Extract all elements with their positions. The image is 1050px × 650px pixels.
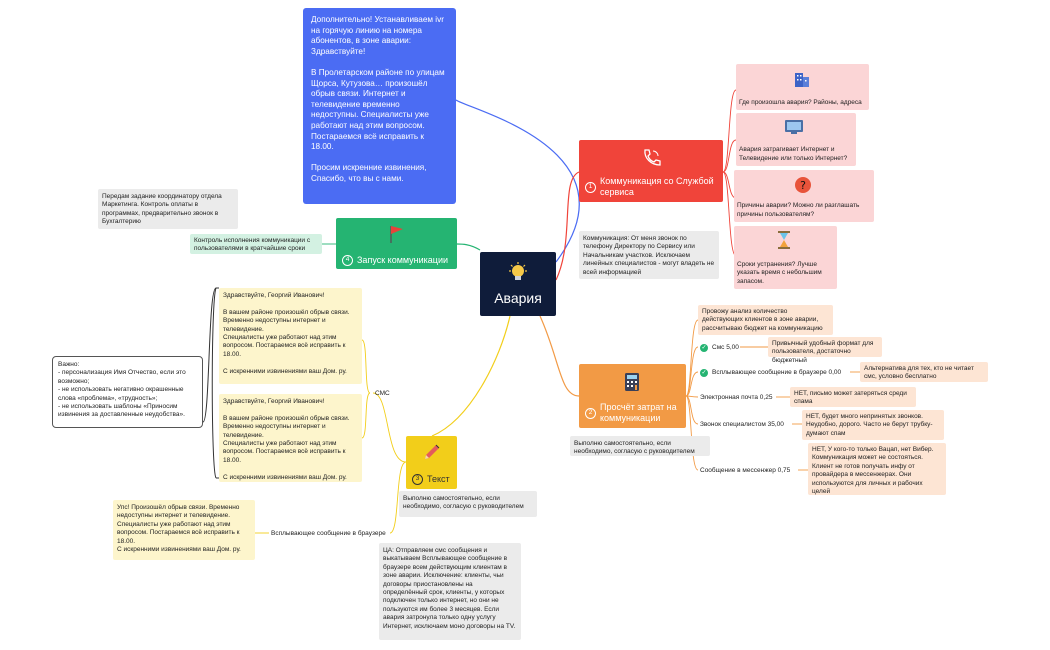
- comms-item-text: Где произошла авария? Районы, адреса: [739, 98, 862, 106]
- costs-option-email[interactable]: Электронная почта 0,25: [700, 394, 773, 401]
- comms-item-text: Авария затрагивает Интернет и Телевидени…: [739, 146, 848, 162]
- comms-item-3[interactable]: ? Причины аварии? Можно ли разглашать пр…: [734, 170, 874, 222]
- branch-number: 2: [585, 407, 596, 419]
- text-note-2[interactable]: ЦА: Отправляем смс сообщения и выкатывае…: [379, 543, 521, 640]
- sms-message-2[interactable]: Здравствуйте, Георгий Иванович! В вашем …: [219, 394, 362, 482]
- branch-number: 1: [585, 181, 596, 193]
- flag-icon: [390, 226, 403, 243]
- costs-option-sms[interactable]: ✓ Смс 5,00: [698, 342, 742, 354]
- branch-launch-label: Запуск коммуникации: [357, 255, 449, 265]
- launch-note[interactable]: Передам задание координатору отдела Марк…: [98, 189, 238, 229]
- costs-analysis[interactable]: Провожу анализ количество действующих кл…: [698, 305, 833, 335]
- costs-option-note[interactable]: НЕТ, будет много непринятых звонков. Неу…: [802, 410, 944, 440]
- branch-number: 4: [342, 255, 353, 266]
- branch-launch[interactable]: 4 Запуск коммуникации: [336, 218, 457, 269]
- costs-option-note[interactable]: Альтернатива для тех, кто не читает смс,…: [860, 362, 988, 382]
- costs-option-label: Всплывающее сообщение в браузере 0,00: [712, 369, 842, 376]
- launch-control[interactable]: Контроль исполнения коммуникации с польз…: [190, 234, 322, 254]
- branch-text[interactable]: 3 Текст: [406, 436, 457, 489]
- hourglass-icon: [778, 231, 790, 249]
- costs-option-note[interactable]: НЕТ, У кого-то только Вацап, нет Вибер. …: [808, 443, 946, 495]
- lightbulb-icon: [509, 262, 527, 280]
- pencil-icon: [425, 444, 440, 459]
- text-sms-label[interactable]: СМС: [375, 390, 390, 397]
- branch-comms[interactable]: 1 Коммуникация со Службой сервиса: [579, 140, 723, 202]
- comms-item-2[interactable]: Авария затрагивает Интернет и Телевидени…: [736, 113, 856, 166]
- sms-message-1[interactable]: Здравствуйте, Георгий Иванович! В вашем …: [219, 288, 362, 384]
- comms-note[interactable]: Коммуникация: От меня звонок по телефону…: [579, 231, 719, 279]
- central-topic[interactable]: Авария: [480, 252, 556, 316]
- comms-item-text: Сроки устранения? Лучше указать время с …: [737, 260, 822, 285]
- comms-item-text: Причины аварии? Можно ли разглашать прич…: [737, 202, 860, 218]
- tv-icon: [785, 120, 803, 134]
- central-topic-title: Авария: [494, 290, 542, 306]
- ivr-note[interactable]: Дополнительно! Устанавливаем ivr на горя…: [303, 8, 456, 204]
- text-note-1[interactable]: Выполню самостоятельно, если необходимо,…: [399, 491, 537, 517]
- branch-costs[interactable]: 2 Просчёт затрат на коммуникации: [579, 364, 686, 428]
- branch-number: 3: [412, 474, 423, 485]
- phone-icon: [644, 149, 661, 166]
- branch-costs-label: Просчёт затрат на коммуникации: [600, 402, 677, 423]
- question-icon: ?: [795, 177, 811, 193]
- check-icon: ✓: [700, 369, 708, 378]
- comms-item-4[interactable]: Сроки устранения? Лучше указать время с …: [734, 226, 837, 289]
- buildings-icon: [795, 73, 809, 87]
- costs-note[interactable]: Выполню самостоятельно, если необходимо,…: [570, 436, 710, 456]
- costs-option-call[interactable]: Звонок специалистом 35,00: [700, 421, 784, 428]
- branch-text-label: Текст: [427, 474, 450, 484]
- svg-text:?: ?: [800, 179, 806, 192]
- costs-option-note[interactable]: Привычный удобный формат для пользовател…: [768, 337, 882, 364]
- check-icon: ✓: [700, 344, 708, 353]
- text-browser-label[interactable]: Всплывающее сообщение в браузере: [271, 530, 386, 537]
- costs-option-label: Смс 5,00: [712, 344, 739, 351]
- costs-option-note[interactable]: НЕТ, письмо может затеряться среди спама: [790, 387, 916, 407]
- branch-comms-label: Коммуникация со Службой сервиса: [600, 176, 714, 197]
- comms-item-1[interactable]: Где произошла авария? Районы, адреса: [736, 64, 869, 110]
- important-note[interactable]: Важно: - персонализация Имя Отчество, ес…: [52, 356, 203, 428]
- costs-option-messenger[interactable]: Сообщение в мессенжер 0,75: [700, 467, 791, 474]
- browser-message[interactable]: Упс! Произошёл обрыв связи. Временно нед…: [113, 500, 255, 560]
- calculator-icon: [625, 373, 639, 391]
- costs-option-browser[interactable]: ✓ Всплывающее сообщение в браузере 0,00: [698, 367, 852, 379]
